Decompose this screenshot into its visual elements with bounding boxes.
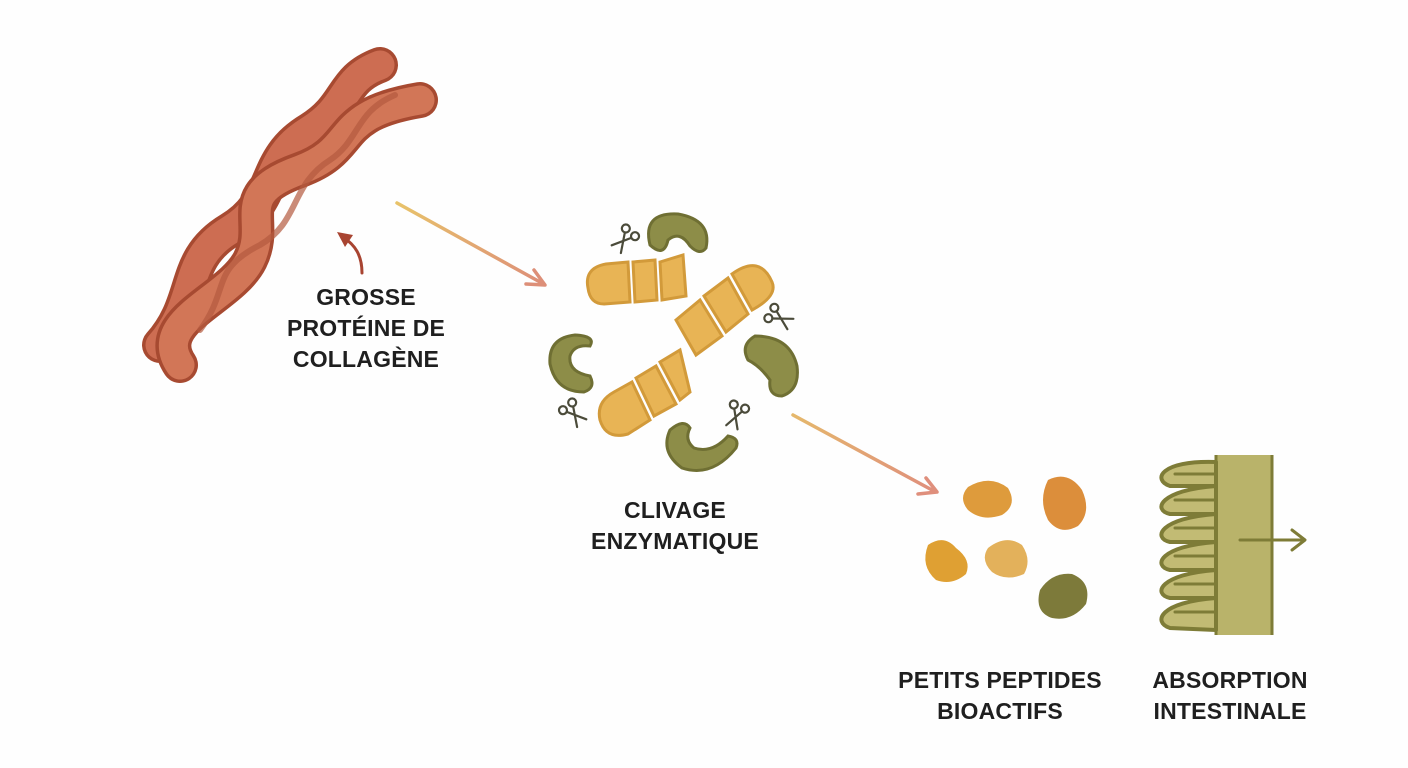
enzyme-icon bbox=[548, 212, 799, 472]
scissors-icon bbox=[557, 223, 795, 431]
label-peptides-line-1: PETITS PEPTIDES bbox=[898, 667, 1102, 693]
intestinal-villi-icon bbox=[1159, 455, 1274, 635]
label-enzymatic-cleavage: CLIVAGE ENZYMATIQUE bbox=[565, 495, 785, 557]
pointer-arrow bbox=[337, 232, 364, 275]
label-intestinal-absorption: ABSORPTION INTESTINALE bbox=[1130, 665, 1330, 727]
label-cleavage-line-1: CLIVAGE bbox=[624, 497, 726, 523]
peptide-fragment-icon bbox=[963, 480, 1012, 518]
cleavage-cluster bbox=[548, 212, 799, 472]
label-collagen-line-2: PROTÉINE DE bbox=[286, 315, 446, 341]
peptide-fragment-icon bbox=[1043, 476, 1087, 530]
peptide-fragment-icon bbox=[984, 540, 1028, 578]
absorption-arrow bbox=[1238, 528, 1307, 552]
label-cleavage-line-2: ENZYMATIQUE bbox=[591, 528, 759, 554]
label-absorption-line-1: ABSORPTION bbox=[1152, 667, 1308, 693]
collagen-triple-helix-icon bbox=[142, 47, 438, 383]
peptide-fragment-icon bbox=[585, 253, 775, 437]
flow-arrow-2 bbox=[791, 413, 939, 496]
peptide-fragment-icon bbox=[1038, 573, 1088, 619]
label-absorption-line-2: INTESTINALE bbox=[1153, 698, 1307, 724]
peptide-fragment-icon bbox=[925, 540, 968, 582]
label-small-peptides: PETITS PEPTIDES BIOACTIFS bbox=[880, 665, 1120, 727]
label-peptides-line-2: BIOACTIFS bbox=[937, 698, 1063, 724]
flow-arrow-1 bbox=[395, 201, 547, 287]
label-collagen-line-3: COLLAGÈNE bbox=[292, 346, 440, 372]
small-peptides bbox=[925, 476, 1088, 619]
label-collagen-protein: GROSSE PROTÉINE DE COLLAGÈNE bbox=[266, 282, 466, 375]
label-collagen-line-1: GROSSE bbox=[316, 284, 416, 310]
